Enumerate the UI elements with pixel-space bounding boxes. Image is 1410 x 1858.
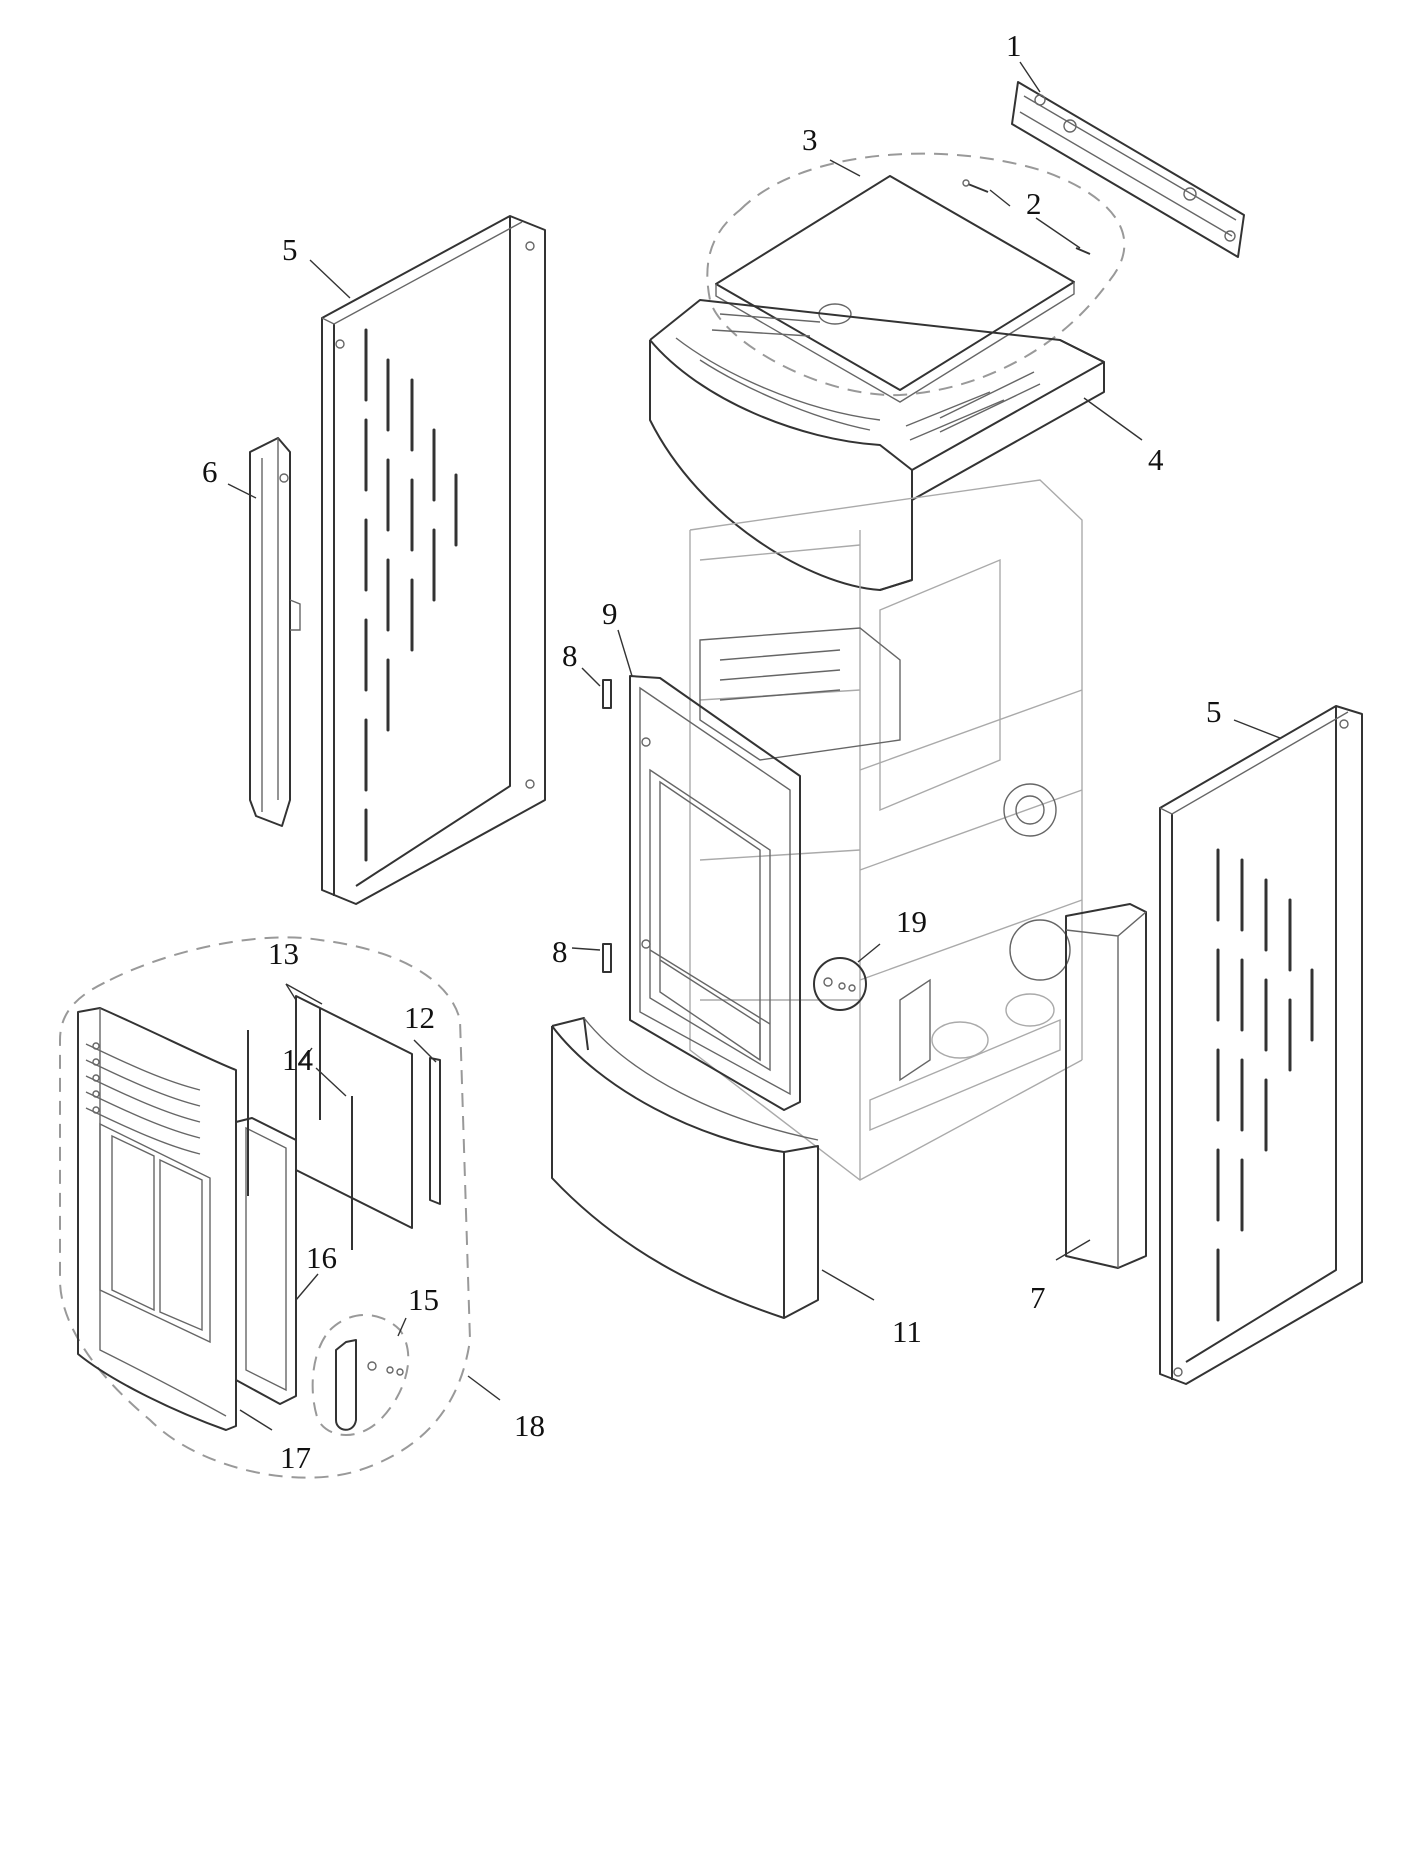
callout-4: 4 <box>1148 442 1164 477</box>
callout-17: 17 <box>280 1440 311 1475</box>
part-5-right-side-panel <box>1159 705 1363 1385</box>
callout-6: 6 <box>202 454 218 489</box>
part-4-top-shell <box>649 299 1105 591</box>
callout-5-right: 5 <box>1206 694 1222 729</box>
callout-2: 2 <box>1026 186 1042 221</box>
callout-9: 9 <box>602 596 618 631</box>
callout-13: 13 <box>268 936 299 971</box>
part-18-door-assembly <box>59 936 472 1479</box>
part-2-screws <box>962 179 1091 255</box>
callout-18: 18 <box>514 1408 545 1443</box>
callout-19: 19 <box>896 904 927 939</box>
part-7-right-strip <box>1065 903 1147 1269</box>
callout-11: 11 <box>892 1314 922 1349</box>
leader-lines <box>227 61 1281 1431</box>
stove-body <box>689 479 1083 1181</box>
callout-3: 3 <box>802 122 818 157</box>
part-9-door-frame <box>629 675 801 1111</box>
part-6-front-strip <box>249 437 301 827</box>
callout-7: 7 <box>1030 1280 1046 1315</box>
callout-12: 12 <box>404 1000 435 1035</box>
callout-labels: 1 2 3 4 5 5 6 7 8 8 9 11 12 13 14 15 16 … <box>202 28 1222 1475</box>
callout-5-left: 5 <box>282 232 298 267</box>
callout-14: 14 <box>282 1042 314 1077</box>
part-11-bottom-front <box>551 1017 819 1319</box>
callout-1: 1 <box>1006 28 1022 63</box>
callout-8-lower: 8 <box>552 934 568 969</box>
callout-8-upper: 8 <box>562 638 578 673</box>
callout-16: 16 <box>306 1240 337 1275</box>
part-3-top-plate <box>706 152 1126 403</box>
callout-15: 15 <box>408 1282 439 1317</box>
part-1-bracket <box>1011 81 1245 258</box>
part-5-left-side-panel <box>321 215 546 905</box>
part-19-detail <box>813 957 867 1011</box>
part-8-pins <box>602 679 612 973</box>
